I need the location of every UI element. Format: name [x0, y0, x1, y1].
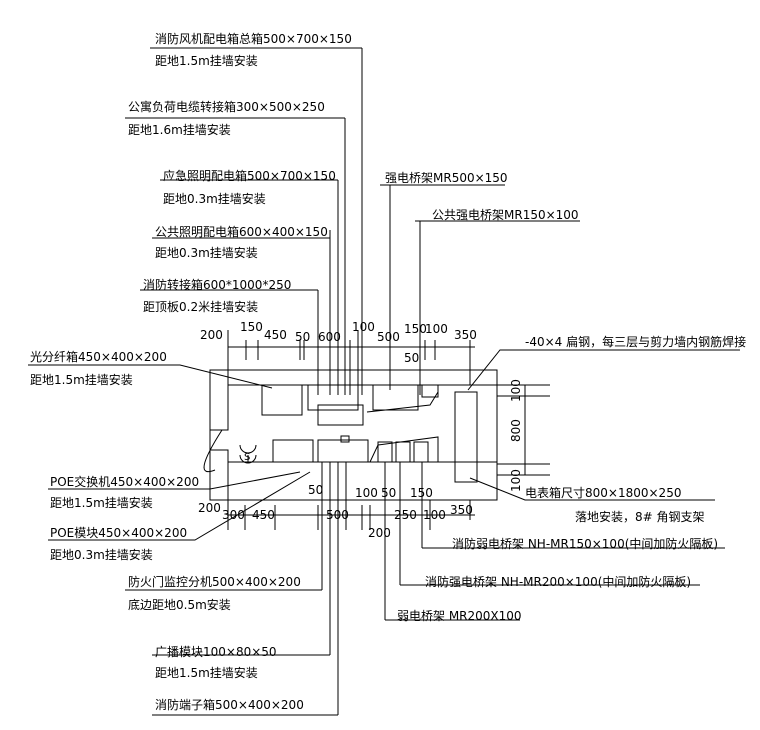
emergency-box-install: 距地0.3m挂墙安装	[163, 191, 266, 206]
dim-bottom-150: 150	[410, 486, 433, 500]
dim-right-800: 800	[509, 419, 523, 442]
dim-bottom-500: 500	[326, 508, 349, 522]
fiber-box-install: 距地1.5m挂墙安装	[30, 372, 133, 387]
bottom-dim-ticks	[227, 462, 471, 715]
dim-top-600: 600	[318, 330, 341, 344]
dim-bottom-450: 450	[252, 508, 275, 522]
dim-bottom-250: 250	[394, 508, 417, 522]
poe-switch-label: POE交换机450×400×200	[50, 474, 199, 489]
dim-bottom-50: 50	[308, 483, 323, 497]
fire-terminal-box-label: 消防端子箱500×400×200	[155, 697, 304, 712]
fiber-box-label: 光分纤箱450×400×200	[30, 349, 167, 364]
top-dim-ticks	[227, 48, 471, 395]
fire-weak-tray-shape	[413, 441, 429, 463]
meter-box-install: 落地安装，8# 角钢支架	[575, 509, 705, 524]
dim-bottom-100b: 100	[423, 508, 446, 522]
dim-bottom-200: 200	[198, 501, 221, 515]
poe-switch-shape	[272, 439, 314, 463]
broadcast-module-shape	[340, 435, 350, 443]
dim-right-100: 100	[509, 379, 523, 402]
dim-bottom-350: 350	[450, 503, 473, 517]
dim-top-500: 500	[377, 330, 400, 344]
left-curve	[203, 429, 223, 472]
tray-bend-bottom	[369, 436, 439, 463]
dim-top-350: 350	[454, 328, 477, 342]
strong-tray-label: 强电桥架MR500×150	[385, 171, 508, 185]
tray-bend	[366, 391, 439, 413]
emergency-box-label: 应急照明配电箱500×700×150	[163, 168, 336, 183]
fiber-box-shape	[261, 384, 303, 416]
dim-top-150b: 150	[404, 322, 427, 336]
public-light-box-shape	[307, 384, 359, 411]
poe-switch-install: 距地1.5m挂墙安装	[50, 495, 153, 510]
emergency-box-shape	[372, 384, 419, 411]
dim-top-200: 200	[200, 328, 223, 342]
left-wall-column-bottom	[209, 449, 229, 501]
public-strong-tray-label: 公共强电桥架MR150×100	[432, 208, 579, 222]
public-strong-tray-shape	[421, 384, 439, 398]
fire-transfer-box-shape	[317, 404, 364, 426]
fire-door-unit-install: 底边距地0.5m安装	[128, 597, 231, 612]
dim-top-150: 150	[240, 320, 263, 334]
left-wall-column	[209, 369, 229, 431]
fire-door-unit-label: 防火门监控分机500×400×200	[128, 574, 301, 589]
fire-transfer-box-label: 消防转接箱600*1000*250	[143, 277, 291, 292]
broadcast-module-label: 广播模块100×80×50	[155, 645, 277, 659]
dim-top-100: 100	[352, 320, 375, 334]
dim-top-50: 50	[295, 330, 310, 344]
fire-strong-tray-shape	[395, 441, 411, 463]
apartment-box-install: 距地1.6m挂墙安装	[128, 122, 231, 137]
dim-bottom-50b: 50	[381, 486, 396, 500]
broadcast-module-install: 距地1.5m挂墙安装	[155, 665, 258, 680]
fan-box-install: 距地1.5m挂墙安装	[155, 53, 258, 68]
fire-transfer-box-install: 距顶板0.2米挂墙安装	[143, 299, 258, 314]
room-outline	[209, 369, 498, 501]
dim-top-50b: 50	[404, 351, 419, 365]
dim-top-450: 450	[264, 328, 287, 342]
fire-door-unit-shape	[317, 439, 369, 463]
poe-module-install: 距地0.3m挂墙安装	[50, 547, 153, 562]
meter-box-shape	[454, 391, 478, 483]
dim-bottom-300: 300	[222, 508, 245, 522]
fire-strong-tray-label: 消防强电桥架 NH-MR200×100(中间加防火隔板)	[425, 574, 691, 589]
dim-right-100b: 100	[509, 469, 523, 492]
apartment-box-label: 公寓负荷电缆转接箱300×500×250	[128, 99, 325, 114]
public-light-box-install: 距地0.3m挂墙安装	[155, 245, 258, 260]
dim-bottom-200b: 200	[368, 526, 391, 540]
weak-tray-label: 弱电桥架 MR200X100	[397, 609, 522, 623]
dim-bottom-100: 100	[355, 486, 378, 500]
poe-module-label: POE模块450×400×200	[50, 526, 187, 540]
symbol-s: S	[244, 452, 250, 463]
fire-weak-tray-label: 消防弱电桥架 NH-MR150×100(中间加防火隔板)	[452, 536, 718, 551]
speaker-symbol-icon: S	[239, 444, 257, 464]
fan-box-label: 消防风机配电箱总箱500×700×150	[155, 31, 352, 46]
flat-steel-label: -40×4 扁钢，每三层与剪力墙内钢筋焊接	[525, 334, 746, 349]
dim-top-100b: 100	[425, 322, 448, 336]
public-light-box-label: 公共照明配电箱600×400×150	[155, 224, 328, 239]
meter-box-label: 电表箱尺寸800×1800×250	[525, 485, 681, 500]
